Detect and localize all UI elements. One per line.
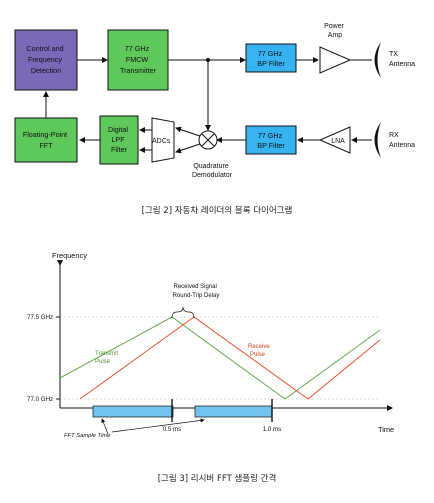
arrow-mixer-to-adc-i [175, 126, 201, 137]
tx-bp-filter-block [245, 43, 297, 73]
demodulator-label: Quadrature Demodulator [192, 163, 233, 179]
transmitter-block-text: 77 GHz FMCW Transmitter [120, 44, 157, 75]
receive-pulse-label: Receive Pulse [248, 344, 271, 358]
tx-antenna-icon [374, 42, 381, 78]
rx-bp-filter-block [245, 125, 297, 155]
fft-block-text: Floating-Point FFT [23, 130, 69, 150]
lpf-block-text: Digital LPF Filter [108, 125, 130, 154]
figure-2-caption: [그림 2] 자동차 레이더의 블록 다이어그램 [142, 205, 293, 216]
x-tick-label-0-5: 0.5 ms [163, 426, 182, 433]
lna-triangle [318, 126, 351, 154]
receive-pulse-line [79, 316, 381, 400]
adc-block [151, 117, 175, 163]
transmit-pulse-line [59, 316, 381, 400]
arrow-mixer-to-adc-q [175, 143, 201, 154]
round-trip-delay-label: Received Signal Round-Trip Delay [173, 284, 220, 299]
y-tick-77-0: 77.0 GHz [27, 396, 53, 403]
tx-bp-filter-text: 77 GHz BP Filter [257, 49, 285, 68]
digital-lpf-filter-block [99, 115, 139, 165]
transmit-pulse-label: Transmit Pulse [95, 351, 120, 365]
figure-3-caption: [그림 3] 리시버 FFT 샘플링 간격 [158, 473, 277, 484]
x-tick-label-1-0: 1.0 ms [263, 426, 282, 433]
x-axis-label: Time [378, 425, 394, 434]
fmcw-transmitter-block [107, 29, 169, 91]
fft-sample-arrow-1 [101, 418, 109, 435]
rx-antenna-icon [374, 122, 381, 158]
rx-bp-filter-text: 77 GHz BP Filter [257, 131, 285, 150]
adcs-label: ADCs [152, 138, 171, 145]
fft-sample-bar-2 [194, 405, 273, 418]
power-amp-triangle [319, 46, 352, 74]
fft-timing-chart: Frequency Time 77.5 GHz 77.0 GHz Receive… [27, 251, 394, 439]
fft-sample-bar-1 [92, 405, 174, 418]
fft-sample-arrow-2 [111, 418, 205, 433]
floating-point-fft-block [14, 117, 78, 163]
y-tick-77-5: 77.5 GHz [27, 314, 53, 321]
block-diagram: Control and Frequency Detection 77 GHz F… [14, 23, 415, 179]
control-block-text: Control and Frequency Detection [26, 44, 65, 75]
rx-antenna-label: RX Antenna [389, 132, 415, 149]
tx-antenna-label: TX Antenna [389, 51, 415, 68]
y-axis-label: Frequency [52, 251, 87, 260]
lna-label: LNA [331, 138, 345, 145]
round-trip-delay-brace [171, 306, 195, 319]
power-amp-label: Power Amp [324, 23, 346, 39]
fft-sample-time-label: FFT Sample Time [64, 433, 111, 439]
control-frequency-detection-block [14, 29, 78, 91]
